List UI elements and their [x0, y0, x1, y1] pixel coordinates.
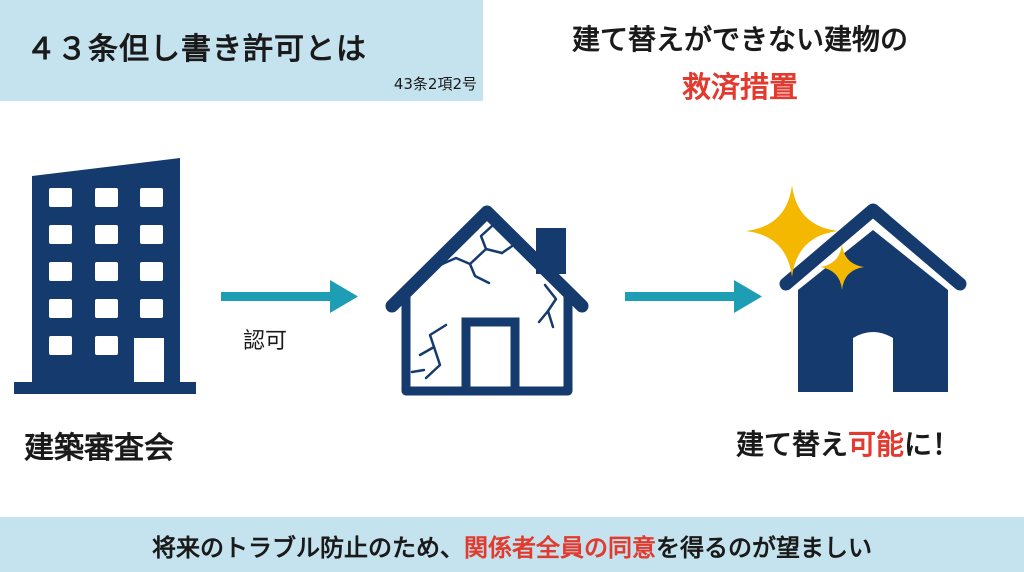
footer-text: 将来のトラブル防止のため、関係者全員の同意を得るのが望ましい [152, 528, 872, 563]
headline-line2: 救済措置 [681, 70, 798, 104]
arrow-right-icon [625, 280, 762, 313]
office-building-icon [14, 158, 196, 394]
footer-prefix: 将来のトラブル防止のため、 [152, 534, 464, 562]
footer-banner: 将来のトラブル防止のため、関係者全員の同意を得るのが望ましい [0, 517, 1024, 572]
sparkle-icon [746, 185, 864, 290]
headline-line1: 建て替えができない建物の [571, 23, 908, 56]
result-highlight: 可能 [848, 428, 905, 461]
arrow-right-icon [221, 280, 358, 313]
title-box: ４３条但し書き許可とは 43条2項2号 [0, 0, 483, 101]
result-prefix: 建て替え [736, 428, 849, 461]
rebuild-possible-label: 建て替え可能に！ [736, 423, 960, 463]
footer-highlight: 関係者全員の同意 [464, 534, 656, 562]
cracked-house-icon [385, 205, 589, 396]
result-suffix: に！ [904, 428, 961, 461]
building-committee-label: 建築審査会 [24, 431, 174, 466]
page-subtitle: 43条2項2号 [393, 75, 477, 93]
footer-suffix: を得るのが望ましい [656, 534, 872, 562]
approval-label: 認可 [243, 329, 288, 354]
page-title: ４３条但し書き許可とは [26, 32, 367, 67]
